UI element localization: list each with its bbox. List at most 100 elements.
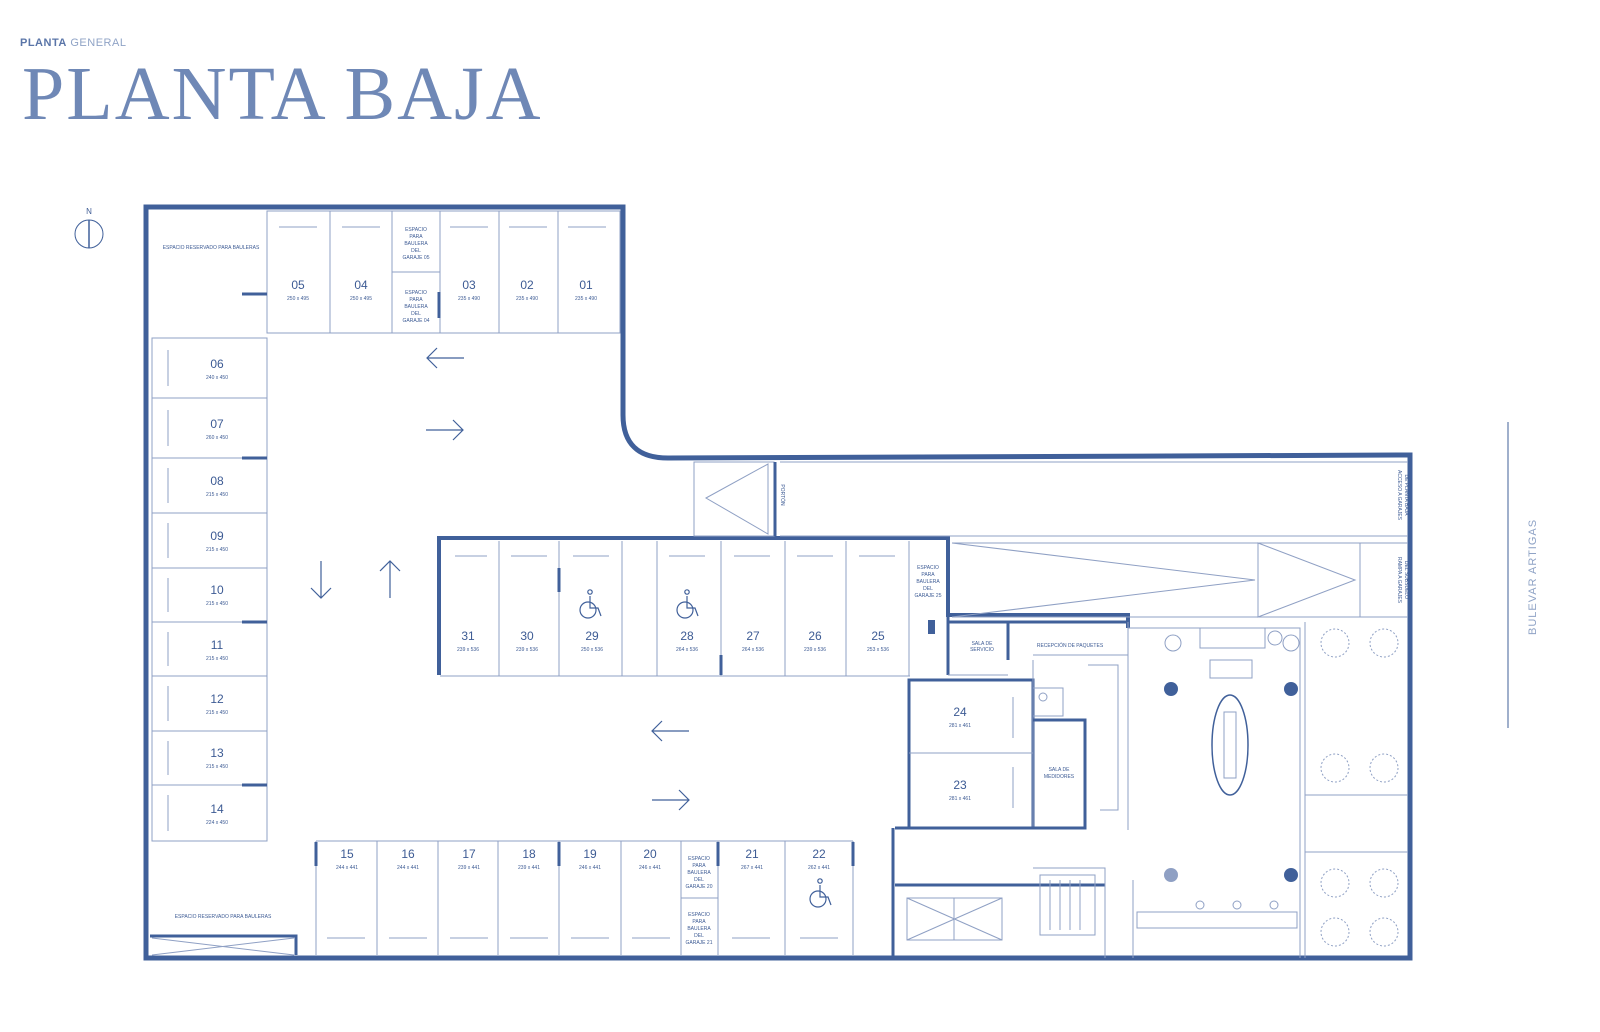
- recepcion-label: RECEPCIÓN DE PAQUETES: [1037, 642, 1104, 649]
- svg-text:GARAJE 25: GARAJE 25: [915, 593, 942, 599]
- space-number-16: 16: [401, 847, 415, 861]
- central-garage-row: [437, 536, 1130, 677]
- svg-text:DEL: DEL: [411, 311, 421, 317]
- space-number-27: 27: [746, 629, 760, 643]
- svg-text:ESPACIO: ESPACIO: [405, 227, 427, 233]
- svg-text:PARA: PARA: [921, 572, 935, 578]
- svg-text:BAULERA: BAULERA: [687, 926, 711, 932]
- accessible-icon: [676, 589, 699, 619]
- kicker-bold: PLANTA: [20, 37, 67, 49]
- accessible-icon: [579, 589, 602, 619]
- space-dimension-08: 215 x 450: [206, 492, 228, 498]
- space-number-11: 11: [211, 638, 224, 652]
- svg-text:DEL: DEL: [694, 877, 704, 883]
- svg-text:ESPACIO: ESPACIO: [917, 565, 939, 571]
- space-number-14: 14: [210, 802, 224, 816]
- space-number-12: 12: [210, 692, 224, 706]
- space-number-09: 09: [210, 529, 224, 543]
- space-number-10: 10: [210, 583, 224, 597]
- baulera-20-label: ESPACIO PARA BAULERA DEL GARAJE 20: [686, 856, 713, 890]
- space-number-28: 28: [680, 629, 694, 643]
- svg-text:DEL: DEL: [923, 586, 933, 592]
- lobby-zone: [891, 620, 1408, 958]
- street-label: BULEVAR ARTIGAS: [1527, 519, 1539, 635]
- sala-servicio-label: SALA DE: [972, 641, 994, 647]
- svg-text:PARA: PARA: [409, 297, 423, 303]
- svg-text:ESPACIO: ESPACIO: [405, 290, 427, 296]
- space-dimension-17: 239 x 441: [458, 865, 480, 871]
- svg-text:PARA: PARA: [409, 234, 423, 240]
- reserved-label-bottom: ESPACIO RESERVADO PARA BAULERAS: [175, 914, 272, 920]
- space-number-19: 19: [583, 847, 597, 861]
- compass-icon: N: [74, 207, 104, 249]
- compass-label: N: [86, 207, 92, 216]
- outer-wall: [143, 204, 1413, 961]
- space-dimension-05: 250 x 495: [287, 296, 309, 302]
- svg-text:ESPACIO: ESPACIO: [688, 912, 710, 918]
- space-number-18: 18: [522, 847, 536, 861]
- accessible-icon: [809, 878, 832, 908]
- arrow-left-icon: [651, 720, 689, 742]
- space-dimension-25: 253 x 536: [867, 647, 889, 653]
- space-dimension-10: 215 x 450: [206, 601, 228, 607]
- space-number-24: 24: [953, 705, 967, 719]
- space-dimension-18: 239 x 441: [518, 865, 540, 871]
- space-number-23: 23: [953, 778, 967, 792]
- space-dimension-20: 246 x 441: [639, 865, 661, 871]
- baulera-21-label: ESPACIO PARA BAULERA DEL GARAJE 21: [686, 912, 713, 946]
- arrow-right-icon: [652, 789, 690, 811]
- baulera-04-label: ESPACIO PARA BAULERA DEL GARAJE 04: [403, 290, 430, 324]
- space-number-13: 13: [210, 746, 224, 760]
- left-garage-column: [151, 337, 268, 842]
- svg-text:ESPACIO: ESPACIO: [688, 856, 710, 862]
- svg-text:DEL: DEL: [411, 248, 421, 254]
- space-dimension-22: 262 x 441: [808, 865, 830, 871]
- space-number-22: 22: [812, 847, 826, 861]
- space-dimension-02: 235 x 490: [516, 296, 538, 302]
- space-number-04: 04: [354, 278, 368, 292]
- arrow-right-icon: [426, 419, 464, 441]
- space-dimension-04: 250 x 495: [350, 296, 372, 302]
- space-number-02: 02: [520, 278, 534, 292]
- porton-label: PORTÓN: [779, 484, 786, 506]
- svg-text:GARAJE 21: GARAJE 21: [686, 940, 713, 946]
- svg-text:GARAJE 05: GARAJE 05: [403, 255, 430, 261]
- space-dimension-23: 281 x 461: [949, 796, 971, 802]
- garage-block-23-24: [907, 678, 1035, 830]
- space-dimension-30: 239 x 536: [516, 647, 538, 653]
- space-dimension-06: 240 x 450: [206, 375, 228, 381]
- bottom-storage: [150, 934, 298, 956]
- space-number-26: 26: [808, 629, 822, 643]
- svg-text:GARAJE 20: GARAJE 20: [686, 884, 713, 890]
- rampa-label-2: DEL SUBSUELO: [1403, 561, 1409, 599]
- svg-text:PARA: PARA: [692, 863, 706, 869]
- ramp-zone: [693, 461, 1408, 618]
- plan-kicker: PLANTA GENERAL: [20, 37, 126, 49]
- acceso-label: ACCESO A GARAJES: [1396, 470, 1402, 521]
- space-dimension-21: 267 x 441: [741, 865, 763, 871]
- traffic-arrows: [310, 347, 690, 811]
- space-dimension-09: 215 x 450: [206, 547, 228, 553]
- space-dimension-12: 215 x 450: [206, 710, 228, 716]
- arrow-left-icon: [426, 347, 464, 369]
- space-dimension-01: 235 x 490: [575, 296, 597, 302]
- reserved-label-top: ESPACIO RESERVADO PARA BAULERAS: [163, 245, 260, 251]
- top-garage-row: [242, 210, 621, 334]
- svg-text:BAULERA: BAULERA: [404, 304, 428, 310]
- svg-text:BAULERA: BAULERA: [916, 579, 940, 585]
- space-dimension-29: 250 x 536: [581, 647, 603, 653]
- space-number-17: 17: [462, 847, 476, 861]
- space-number-21: 21: [745, 847, 759, 861]
- svg-text:PARA: PARA: [692, 919, 706, 925]
- space-number-20: 20: [643, 847, 657, 861]
- space-number-25: 25: [871, 629, 885, 643]
- space-dimension-19: 246 x 441: [579, 865, 601, 871]
- space-number-07: 07: [210, 417, 224, 431]
- svg-text:DEL: DEL: [694, 933, 704, 939]
- svg-text:GARAJE 04: GARAJE 04: [403, 318, 430, 324]
- space-number-15: 15: [340, 847, 354, 861]
- space-number-30: 30: [520, 629, 534, 643]
- space-dimension-07: 260 x 450: [206, 435, 228, 441]
- sala-medidores-label: SALA DE: [1049, 767, 1071, 773]
